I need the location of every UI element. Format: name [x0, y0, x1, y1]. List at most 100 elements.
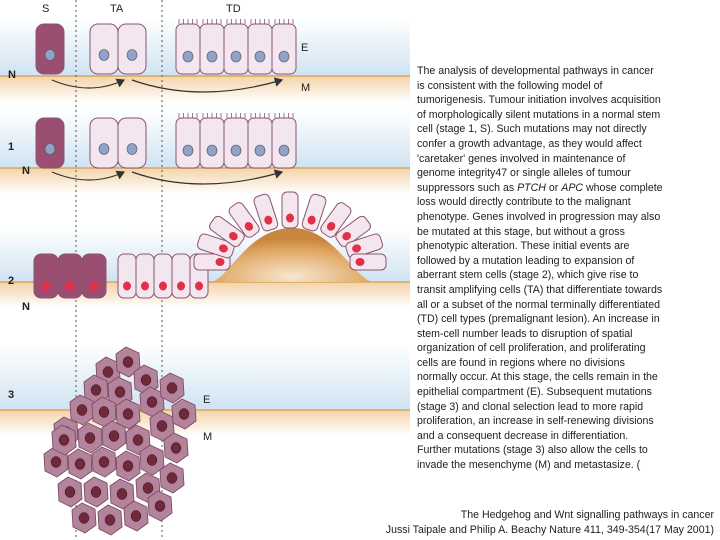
td-cell: [223, 117, 249, 169]
description-line: The analysis of developmental pathways i…: [417, 65, 654, 77]
dome-cell-nucleus: [215, 258, 225, 266]
td-cell-nucleus: [254, 144, 266, 157]
description-line: suppressors such as PTCH or APC whose co…: [417, 181, 707, 196]
description-line: cell (stage 1, S). Such mutations may no…: [417, 123, 647, 136]
description-line: confer a growth advantage, as they would…: [417, 137, 642, 150]
tumour-cell-nucleus: [114, 386, 126, 398]
description-line: is consistent with the following model o…: [417, 79, 603, 92]
ta-cell-mutant-nucleus: [123, 281, 131, 291]
ta-cell: [89, 23, 119, 75]
mesenchyme-band: [0, 168, 410, 194]
td-cell: [199, 23, 225, 75]
td-cell-nucleus: [182, 50, 194, 63]
description-line: epithelial compartment (E). Subsequent m…: [417, 386, 652, 399]
aberrant-stem-cell-nucleus: [65, 281, 75, 291]
dome-cell: [335, 215, 371, 248]
td-cell-nucleus: [254, 50, 266, 63]
aberrant-stem-cell: [81, 253, 107, 299]
citation-authors: Jussi Taipale and Philip A. Beachy Natur…: [385, 523, 714, 536]
ta-cell-mutant: [135, 253, 155, 299]
dome-cell: [281, 191, 299, 229]
td-cell-nucleus: [230, 50, 242, 63]
ta-cell: [117, 23, 147, 75]
dome-cell-nucleus: [307, 215, 316, 225]
label-epithelium-top: E: [301, 42, 308, 54]
label-n-stage2: N: [22, 301, 30, 313]
dome-cell: [349, 253, 387, 271]
description-line: phenotype. Genes involved in progression…: [417, 210, 661, 223]
description-fragment: suppressors such as: [417, 181, 518, 194]
tumour-cell-nucleus: [90, 384, 102, 396]
td-cell-nucleus: [182, 144, 194, 157]
td-cell-nucleus: [278, 144, 290, 157]
td-cell: [247, 23, 273, 75]
citation: The Hedgehog and Wnt signalling pathways…: [386, 508, 714, 537]
mesenchyme-mound: [212, 227, 372, 282]
tumour-cell-nucleus: [170, 442, 182, 454]
tumour-cell-nucleus: [116, 488, 128, 500]
description-line: stem-cell number leads to disruption of …: [417, 327, 633, 340]
description-line: loss would directly contribute to the ma…: [417, 196, 631, 209]
aberrant-stem-cell-nucleus: [41, 281, 51, 291]
tumour-cell-nucleus: [146, 454, 158, 466]
tumour-cell-nucleus: [154, 500, 166, 512]
td-cell: [271, 117, 297, 169]
tumour-cell-nucleus: [166, 472, 178, 484]
description-line: (TD) cell types (premalignant lesion). A…: [417, 313, 660, 326]
ta-cell-mutant-nucleus: [141, 281, 149, 291]
td-cell-nucleus: [278, 50, 290, 63]
dome-cell: [209, 215, 245, 248]
tumour-cell-nucleus: [108, 430, 120, 442]
td-cell: [175, 117, 201, 169]
tumour-cell-nucleus: [90, 486, 102, 498]
ta-cell-mutant: [153, 253, 173, 299]
description-line: genome integrity47 or single alleles of …: [417, 167, 631, 180]
td-cell: [199, 117, 225, 169]
ta-cell-mutant-nucleus: [195, 281, 203, 291]
td-cell-nucleus: [206, 50, 218, 63]
label-mesenchyme-top: M: [301, 82, 310, 94]
aberrant-stem-cell: [57, 253, 83, 299]
label-n-stage1: N: [22, 165, 30, 177]
description-line: 'caretaker' genes involved in maintenanc…: [417, 152, 626, 165]
label-stage-3: 3: [8, 389, 14, 401]
description-line: and a consequent decrease in differentia…: [417, 429, 629, 442]
gene-name: APC: [561, 181, 584, 194]
label-stem: S: [42, 3, 49, 15]
label-stage-2: 2: [8, 275, 14, 287]
label-epithelium-stage3: E: [203, 394, 210, 406]
invasive-tumour: [43, 346, 197, 536]
description-line: aberrant stem cells (stage 2), which giv…: [417, 269, 639, 282]
model-description: The analysis of developmental pathways i…: [417, 64, 707, 473]
tumour-cell-nucleus: [178, 408, 190, 420]
dome-cell-nucleus: [342, 231, 351, 241]
ta-cell: [117, 117, 147, 169]
lineage-arrows: [51, 77, 284, 185]
dome-cell-nucleus: [326, 222, 336, 231]
gene-name: PTCH: [517, 181, 546, 194]
description-line: tumorigenesis. Tumour initiation involve…: [417, 94, 661, 107]
label-td: TD: [226, 3, 241, 15]
dome-cell-body: [281, 191, 299, 229]
description-fragment: whose complete: [583, 181, 663, 194]
tumour-cell-nucleus: [140, 374, 152, 386]
td-cell-nucleus: [206, 144, 218, 157]
tumour-cell-nucleus: [122, 356, 134, 368]
ta-cell-nucleus: [98, 49, 110, 61]
arrow-ta-to-td-stage1: [131, 169, 284, 185]
cell-layer: [33, 19, 387, 299]
description-line: (stage 3) and clonal selection lead to m…: [417, 400, 644, 413]
dome-cell: [320, 202, 352, 238]
dome-cell-nucleus: [244, 222, 254, 231]
dome-cell-nucleus: [229, 231, 238, 241]
dome-cell-body: [193, 253, 231, 271]
ta-cell-mutant: [117, 253, 137, 299]
td-cell: [247, 117, 273, 169]
tumour-cell-nucleus: [156, 420, 168, 432]
description-line: Further mutations (stage 3) also allow t…: [417, 444, 648, 457]
tumour-cell-nucleus: [50, 456, 62, 468]
ta-cell-mutant-nucleus: [159, 281, 167, 291]
tumour-cell-nucleus: [122, 408, 134, 420]
tumour-cell-nucleus: [74, 458, 86, 470]
